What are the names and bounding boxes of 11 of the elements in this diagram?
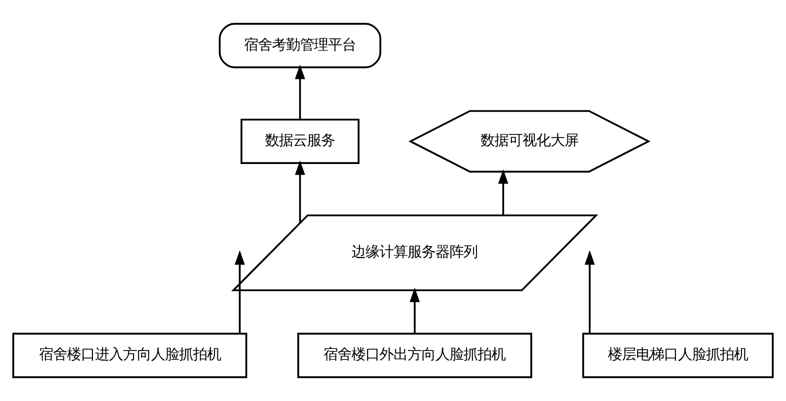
arrow [294, 160, 306, 223]
node-box: 楼层电梯口人脸抓拍机 [582, 332, 774, 378]
arrow [410, 288, 420, 334]
arrow [294, 64, 306, 120]
node-box: 宿舍楼口进入方向人脸抓拍机 [12, 332, 248, 378]
node-box: 数据云服务 [240, 118, 360, 164]
arrow [498, 169, 508, 216]
arrow [584, 250, 595, 334]
node-box: 宿舍考勤管理平台 [218, 22, 382, 68]
node-box: 宿舍楼口外出方向人脸抓拍机 [297, 332, 532, 378]
arrow [234, 250, 245, 334]
